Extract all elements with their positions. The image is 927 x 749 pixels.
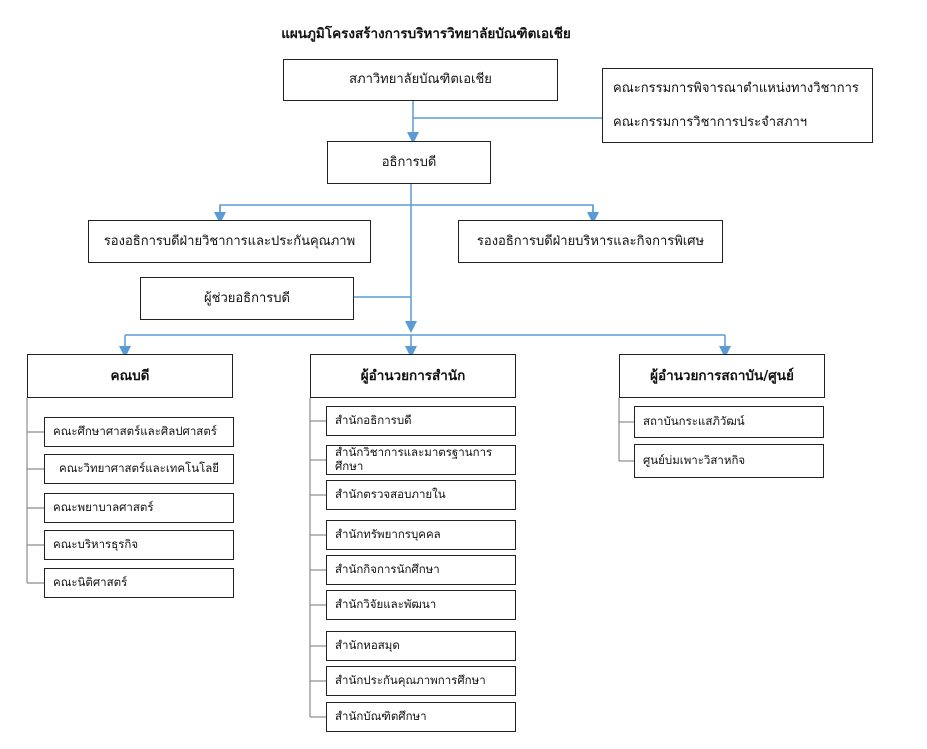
office-item-label: สำนักตรวจสอบภายใน: [335, 487, 446, 502]
deans-head-box: คณบดี: [27, 354, 233, 398]
offices-head-label: ผู้อำนวยการสำนัก: [360, 367, 466, 384]
office-item: สำนักกิจการนักศึกษา: [326, 555, 516, 585]
office-item-label: สำนักประกันคุณภาพการศึกษา: [335, 673, 486, 688]
dean-item: คณะนิติศาสตร์: [44, 568, 234, 598]
institutes-head-box: ผู้อำนวยการสถาบัน/ศูนย์: [619, 354, 825, 398]
assistant-box: ผู้ช่วยอธิการบดี: [140, 277, 354, 320]
committees-box: คณะกรรมการพิจารณาตำแหน่งทางวิชาการ คณะกร…: [602, 68, 873, 143]
office-item-label: สำนักอธิการบดี: [335, 413, 412, 428]
dean-item-label: คณะศึกษาศาสตร์และศิลปศาสตร์: [53, 424, 217, 439]
office-item-label: สำนักหอสมุด: [335, 638, 400, 653]
institutes-head-label: ผู้อำนวยการสถาบัน/ศูนย์: [650, 367, 794, 384]
office-item: สำนักอธิการบดี: [326, 406, 516, 436]
committee-label: คณะกรรมการพิจารณาตำแหน่งทางวิชาการ: [613, 80, 859, 96]
institute-item-label: ศูนย์บ่มเพาะวิสาหกิจ: [643, 453, 746, 468]
vp-branch: [219, 204, 594, 216]
dean-item: คณะพยาบาลศาสตร์: [44, 493, 234, 523]
dean-item-label: คณะวิทยาศาสตร์และเทคโนโลยี: [59, 461, 220, 476]
vp-admin-label: รองอธิการบดีฝ่ายบริหารและกิจการพิเศษ: [476, 233, 705, 249]
president-box: อธิการบดี: [327, 141, 491, 184]
deans-sublines: [26, 398, 44, 584]
office-item: สำนักบัณฑิตศึกษา: [326, 702, 516, 732]
offices-head-box: ผู้อำนวยการสำนัก: [310, 354, 516, 398]
office-item-label: สำนักวิชาการและมาตรฐานการศึกษา: [335, 445, 493, 473]
office-item: สำนักวิชาการและมาตรฐานการศึกษา: [326, 445, 516, 475]
office-item: สำนักหอสมุด: [326, 631, 516, 661]
assistant-label: ผู้ช่วยอธิการบดี: [204, 290, 290, 306]
committee-label: คณะกรรมการวิชาการประจำสภาฯ: [613, 114, 808, 130]
council-box: สภาวิทยาลัยบัณฑิตเอเชีย: [283, 59, 558, 101]
institute-item: สถาบันกระแสภิวัฒน์: [634, 406, 824, 438]
vp-admin-box: รองอธิการบดีฝ่ายบริหารและกิจการพิเศษ: [458, 220, 723, 263]
dean-item: คณะศึกษาศาสตร์และศิลปศาสตร์: [44, 417, 234, 447]
office-item-label: สำนักบัณฑิตศึกษา: [335, 709, 427, 724]
vp-academic-box: รองอธิการบดีฝ่ายวิชาการและประกันคุณภาพ: [88, 220, 371, 263]
office-item-label: สำนักทรัพยากรบุคคล: [335, 527, 441, 542]
chart-title: แผนภูมิโครงสร้างการบริหารวิทยาลัยบัณฑิตเ…: [281, 26, 571, 42]
deans-head-label: คณบดี: [110, 367, 150, 384]
dean-item-label: คณะบริหารธุรกิจ: [53, 537, 139, 552]
office-item: สำนักตรวจสอบภายใน: [326, 480, 516, 510]
dean-item-label: คณะพยาบาลศาสตร์: [53, 500, 154, 515]
president-label: อธิการบดี: [381, 154, 437, 170]
office-item: สำนักวิจัยและพัฒนา: [326, 590, 516, 620]
institute-item-label: สถาบันกระแสภิวัฒน์: [643, 414, 745, 429]
institute-item: ศูนย์บ่มเพาะวิสาหกิจ: [634, 444, 824, 478]
vp-academic-label: รองอธิการบดีฝ่ายวิชาการและประกันคุณภาพ: [103, 233, 356, 249]
dean-item: คณะวิทยาศาสตร์และเทคโนโลยี: [44, 454, 234, 484]
dean-item-label: คณะนิติศาสตร์: [53, 575, 128, 590]
office-item-label: สำนักกิจการนักศึกษา: [335, 562, 440, 577]
offices-sublines: [309, 398, 326, 718]
office-item: สำนักทรัพยากรบุคคล: [326, 520, 516, 550]
council-label: สภาวิทยาลัยบัณฑิตเอเชีย: [349, 72, 492, 88]
office-item-label: สำนักวิจัยและพัฒนา: [335, 597, 437, 612]
institutes-sublines: [618, 398, 634, 462]
office-item: สำนักประกันคุณภาพการศึกษา: [326, 666, 516, 696]
dean-item: คณะบริหารธุรกิจ: [44, 530, 234, 560]
